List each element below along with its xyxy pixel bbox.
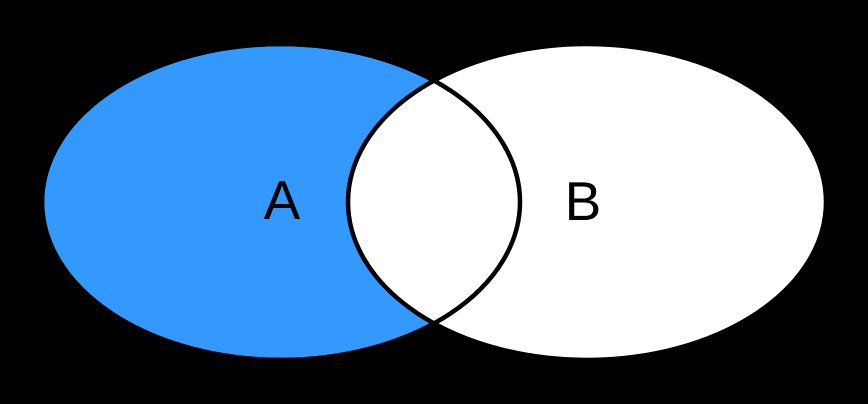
set-b-ellipse — [345, 41, 829, 363]
set-a-label: A — [264, 169, 301, 231]
set-a-outline — [39, 41, 523, 363]
set-b-label: B — [565, 170, 602, 232]
